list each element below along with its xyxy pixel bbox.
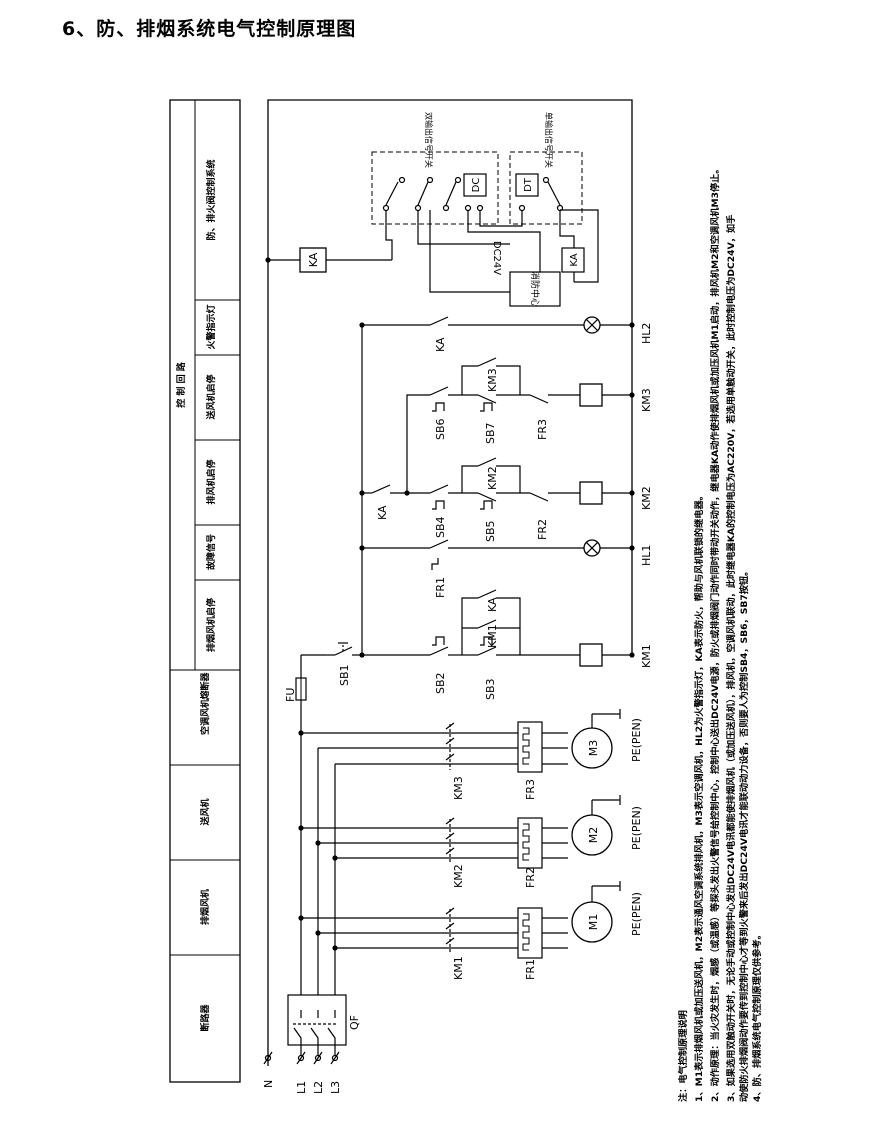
mains-terminals: N L1 L2 L3 — [262, 1046, 342, 1094]
fuse-fu: FU — [284, 677, 307, 702]
table-col-breaker: 断路器 — [199, 1004, 211, 1032]
table-header: 控 制 回 路 — [175, 361, 187, 407]
label-m3: M3 — [587, 740, 600, 757]
label-hl1: HL1 — [640, 545, 653, 566]
table-col-damper-control: 防、排火阀控制系统 — [205, 159, 217, 240]
label-l3: L3 — [329, 1081, 342, 1094]
label-sb6: SB6 — [434, 418, 447, 440]
label-sb2: SB2 — [434, 672, 447, 694]
motor-branch-m3: M3 KM3 FR3 PE(PEN) — [445, 709, 643, 800]
control-coils — [299, 247, 603, 667]
label-coil-km2: KM2 — [640, 486, 653, 510]
label-sb7: SB7 — [484, 422, 497, 444]
motor-branch-m2: M2 KM2 FR2 PE(PEN) — [445, 795, 643, 888]
label-km3-main: KM3 — [452, 776, 465, 800]
table-col-smoke-fan: 排烟风机 — [199, 889, 211, 925]
label-km2-ctl: KM2 — [486, 466, 499, 490]
label-pe3: PE(PEN) — [630, 718, 643, 762]
label-fr2-ctl: FR2 — [536, 519, 549, 540]
control-circuit — [265, 257, 635, 658]
label-km3-ctl: KM3 — [486, 368, 499, 392]
label-sb4: SB4 — [434, 516, 447, 538]
label-sb5: SB5 — [484, 520, 497, 542]
label-m2: M2 — [587, 827, 600, 844]
label-ka-hl2: KA — [434, 337, 447, 352]
label-fr1-main: FR1 — [524, 959, 537, 980]
label-km2-main: KM2 — [452, 864, 465, 888]
label-dc: DC — [471, 178, 482, 193]
label-coil-km3: KM3 — [640, 388, 653, 412]
label-fr1-ctl: FR1 — [434, 577, 447, 598]
label-fu: FU — [284, 688, 297, 702]
label-km1-main: KM1 — [452, 956, 465, 980]
notes-line-2: 2、动作原理：当火灾发生时，烟感（或温感）等探头发出火警信号给控制中心，控制中心… — [709, 164, 721, 1102]
notes-line-3: 3、如果选用双触动开关时，无论手动或控制中心发出DC24V电讯都能使排烟风机（或… — [725, 215, 737, 1102]
table-col-ac-fan: 空调风机 — [199, 699, 211, 735]
label-sb3: SB3 — [484, 678, 497, 700]
label-ka-ctl2: KA — [376, 505, 389, 520]
label-hl2: HL2 — [640, 323, 653, 344]
label-n: N — [262, 1080, 275, 1088]
damper-switch-panel: DC DT KA DC24V 消防中心 双输出信号开关 单输出信号开关 — [371, 112, 599, 307]
label-fire-center: 消防中心 — [529, 271, 541, 307]
label-double-switch: 双输出信号开关 — [424, 112, 434, 168]
table-col-exhaust-start: 排风机启停 — [205, 459, 217, 504]
notes-heading: 注：电气控制原理说明 — [677, 1010, 689, 1102]
motor-branch-m1: M1 KM1 FR1 PE(PEN) — [445, 881, 643, 980]
notes-line-4: 4、防、排烟系统电气控制原理仅供参考。 — [751, 930, 763, 1102]
table-col-fuse: 熔断器 — [199, 672, 211, 700]
label-fr3-ctl: FR3 — [536, 419, 549, 440]
notes-line-3-continued: 动使防火排烟阀动作要传到控制中心才等到火警来后发出DC24V电讯才能联动动力设备… — [738, 567, 750, 1102]
label-dt: DT — [523, 177, 534, 192]
label-l1: L1 — [295, 1081, 308, 1094]
breaker-qf: QF — [287, 994, 361, 1046]
table-col-fault-signal: 故障信号 — [205, 534, 217, 570]
label-fr2-main: FR2 — [524, 867, 537, 888]
function-table: 控 制 回 路 断路器 排烟风机 送风机 空调风机 熔断器 排烟风机启停 故障信… — [169, 99, 241, 1083]
label-damper-ka: KA — [569, 253, 580, 266]
table-col-exhaust-fan: 送风机 — [199, 798, 211, 826]
label-ka-coil: KA — [307, 252, 320, 267]
label-qf: QF — [348, 1015, 361, 1030]
notes-line-1: 1、M1表示排烟风机或加压送风机，M2表示通风空调系统排风机，M3表示空调风机，… — [693, 491, 705, 1102]
label-ka-ctl1: KA — [486, 597, 499, 612]
page-title: 6、防、排烟系统电气控制原理图 — [62, 18, 357, 40]
label-pe1: PE(PEN) — [630, 892, 643, 936]
label-l2: L2 — [312, 1081, 325, 1094]
table-col-supply-start: 送风机启停 — [205, 374, 217, 420]
label-m1: M1 — [587, 914, 600, 931]
table-col-alarm-lamp: 火警指示灯 — [205, 304, 217, 349]
label-pe2: PE(PEN) — [630, 806, 643, 850]
label-fr3-main: FR3 — [524, 779, 537, 800]
label-dc24v: DC24V — [491, 241, 502, 275]
label-coil-km1: KM1 — [640, 644, 653, 668]
label-km1-ctl: KM1 — [486, 624, 499, 648]
label-sb1: SB1 — [338, 664, 351, 686]
notes: 注：电气控制原理说明 1、M1表示排烟风机或加压送风机，M2表示通风空调系统排风… — [677, 164, 763, 1102]
table-col-smoke-start: 排烟风机启停 — [205, 598, 217, 652]
label-single-switch: 单输出信号开关 — [544, 112, 554, 168]
power-buses — [298, 654, 450, 995]
